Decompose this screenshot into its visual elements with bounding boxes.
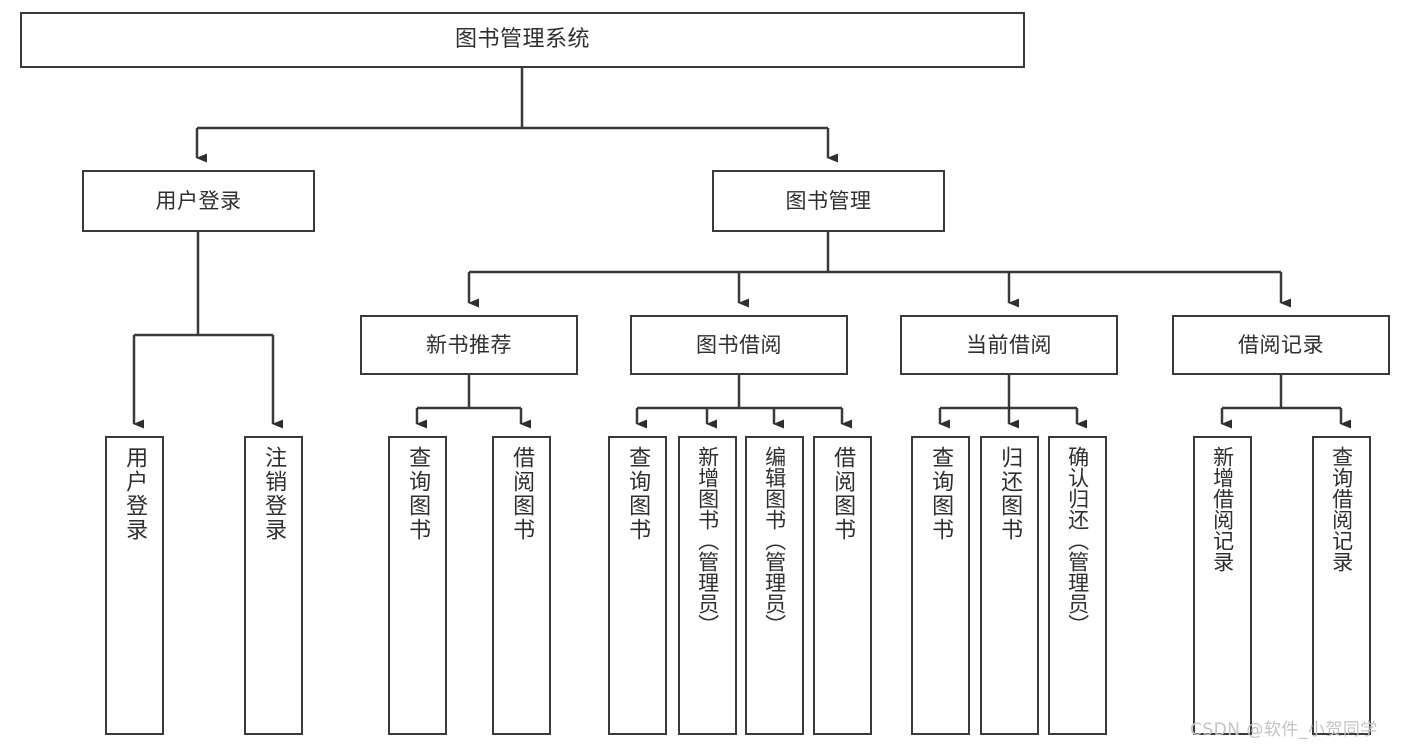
node-label: 编辑图书（管理员） <box>762 446 787 635</box>
csdn-watermark: CSDN @软件_小贺同学 <box>1190 720 1378 740</box>
node-label: 图书管理 <box>785 188 872 213</box>
leaf-add-book-admin[interactable]: 新增图书（管理员） <box>678 436 737 735</box>
node-current-borrow[interactable]: 当前借阅 <box>900 315 1118 375</box>
node-label: 确认归还（管理员） <box>1065 446 1090 635</box>
node-root-system[interactable]: 图书管理系统 <box>20 12 1025 68</box>
node-label: 注销登录 <box>261 446 287 542</box>
node-label: 借阅图书 <box>830 446 856 542</box>
node-label: 查询借阅记录 <box>1329 446 1354 572</box>
leaf-return-book[interactable]: 归还图书 <box>980 436 1039 735</box>
node-label: 新增图书（管理员） <box>695 446 720 635</box>
node-label: 查询图书 <box>928 446 954 542</box>
leaf-borrow-book-recommend[interactable]: 借阅图书 <box>492 436 551 735</box>
leaf-user-login[interactable]: 用户登录 <box>105 436 164 735</box>
node-label: 借阅图书 <box>509 446 535 542</box>
leaf-edit-book-admin[interactable]: 编辑图书（管理员） <box>745 436 804 735</box>
node-label: 新书推荐 <box>426 332 512 357</box>
node-label: 新增借阅记录 <box>1210 446 1235 572</box>
node-borrow-record[interactable]: 借阅记录 <box>1172 315 1390 375</box>
node-label: 图书管理系统 <box>454 27 590 53</box>
node-book-borrow[interactable]: 图书借阅 <box>630 315 848 375</box>
leaf-logout[interactable]: 注销登录 <box>244 436 303 735</box>
node-label: 查询图书 <box>405 446 431 542</box>
leaf-borrow-book[interactable]: 借阅图书 <box>813 436 872 735</box>
node-label: 用户登录 <box>122 446 148 542</box>
node-label: 图书借阅 <box>696 332 782 357</box>
node-label: 当前借阅 <box>966 332 1052 357</box>
leaf-query-book-recommend[interactable]: 查询图书 <box>388 436 447 735</box>
leaf-add-borrow-record[interactable]: 新增借阅记录 <box>1193 436 1252 735</box>
leaf-query-borrow-record[interactable]: 查询借阅记录 <box>1312 436 1371 735</box>
node-label: 查询图书 <box>625 446 651 542</box>
node-label: 借阅记录 <box>1238 332 1324 357</box>
node-user-login[interactable]: 用户登录 <box>82 170 315 232</box>
leaf-query-book-current[interactable]: 查询图书 <box>911 436 970 735</box>
node-label: 归还图书 <box>997 446 1023 542</box>
node-label: 用户登录 <box>155 188 242 213</box>
node-book-management[interactable]: 图书管理 <box>712 170 945 232</box>
node-new-book-recommend[interactable]: 新书推荐 <box>360 315 578 375</box>
leaf-confirm-return-admin[interactable]: 确认归还（管理员） <box>1048 436 1107 735</box>
leaf-query-book-borrow[interactable]: 查询图书 <box>608 436 667 735</box>
